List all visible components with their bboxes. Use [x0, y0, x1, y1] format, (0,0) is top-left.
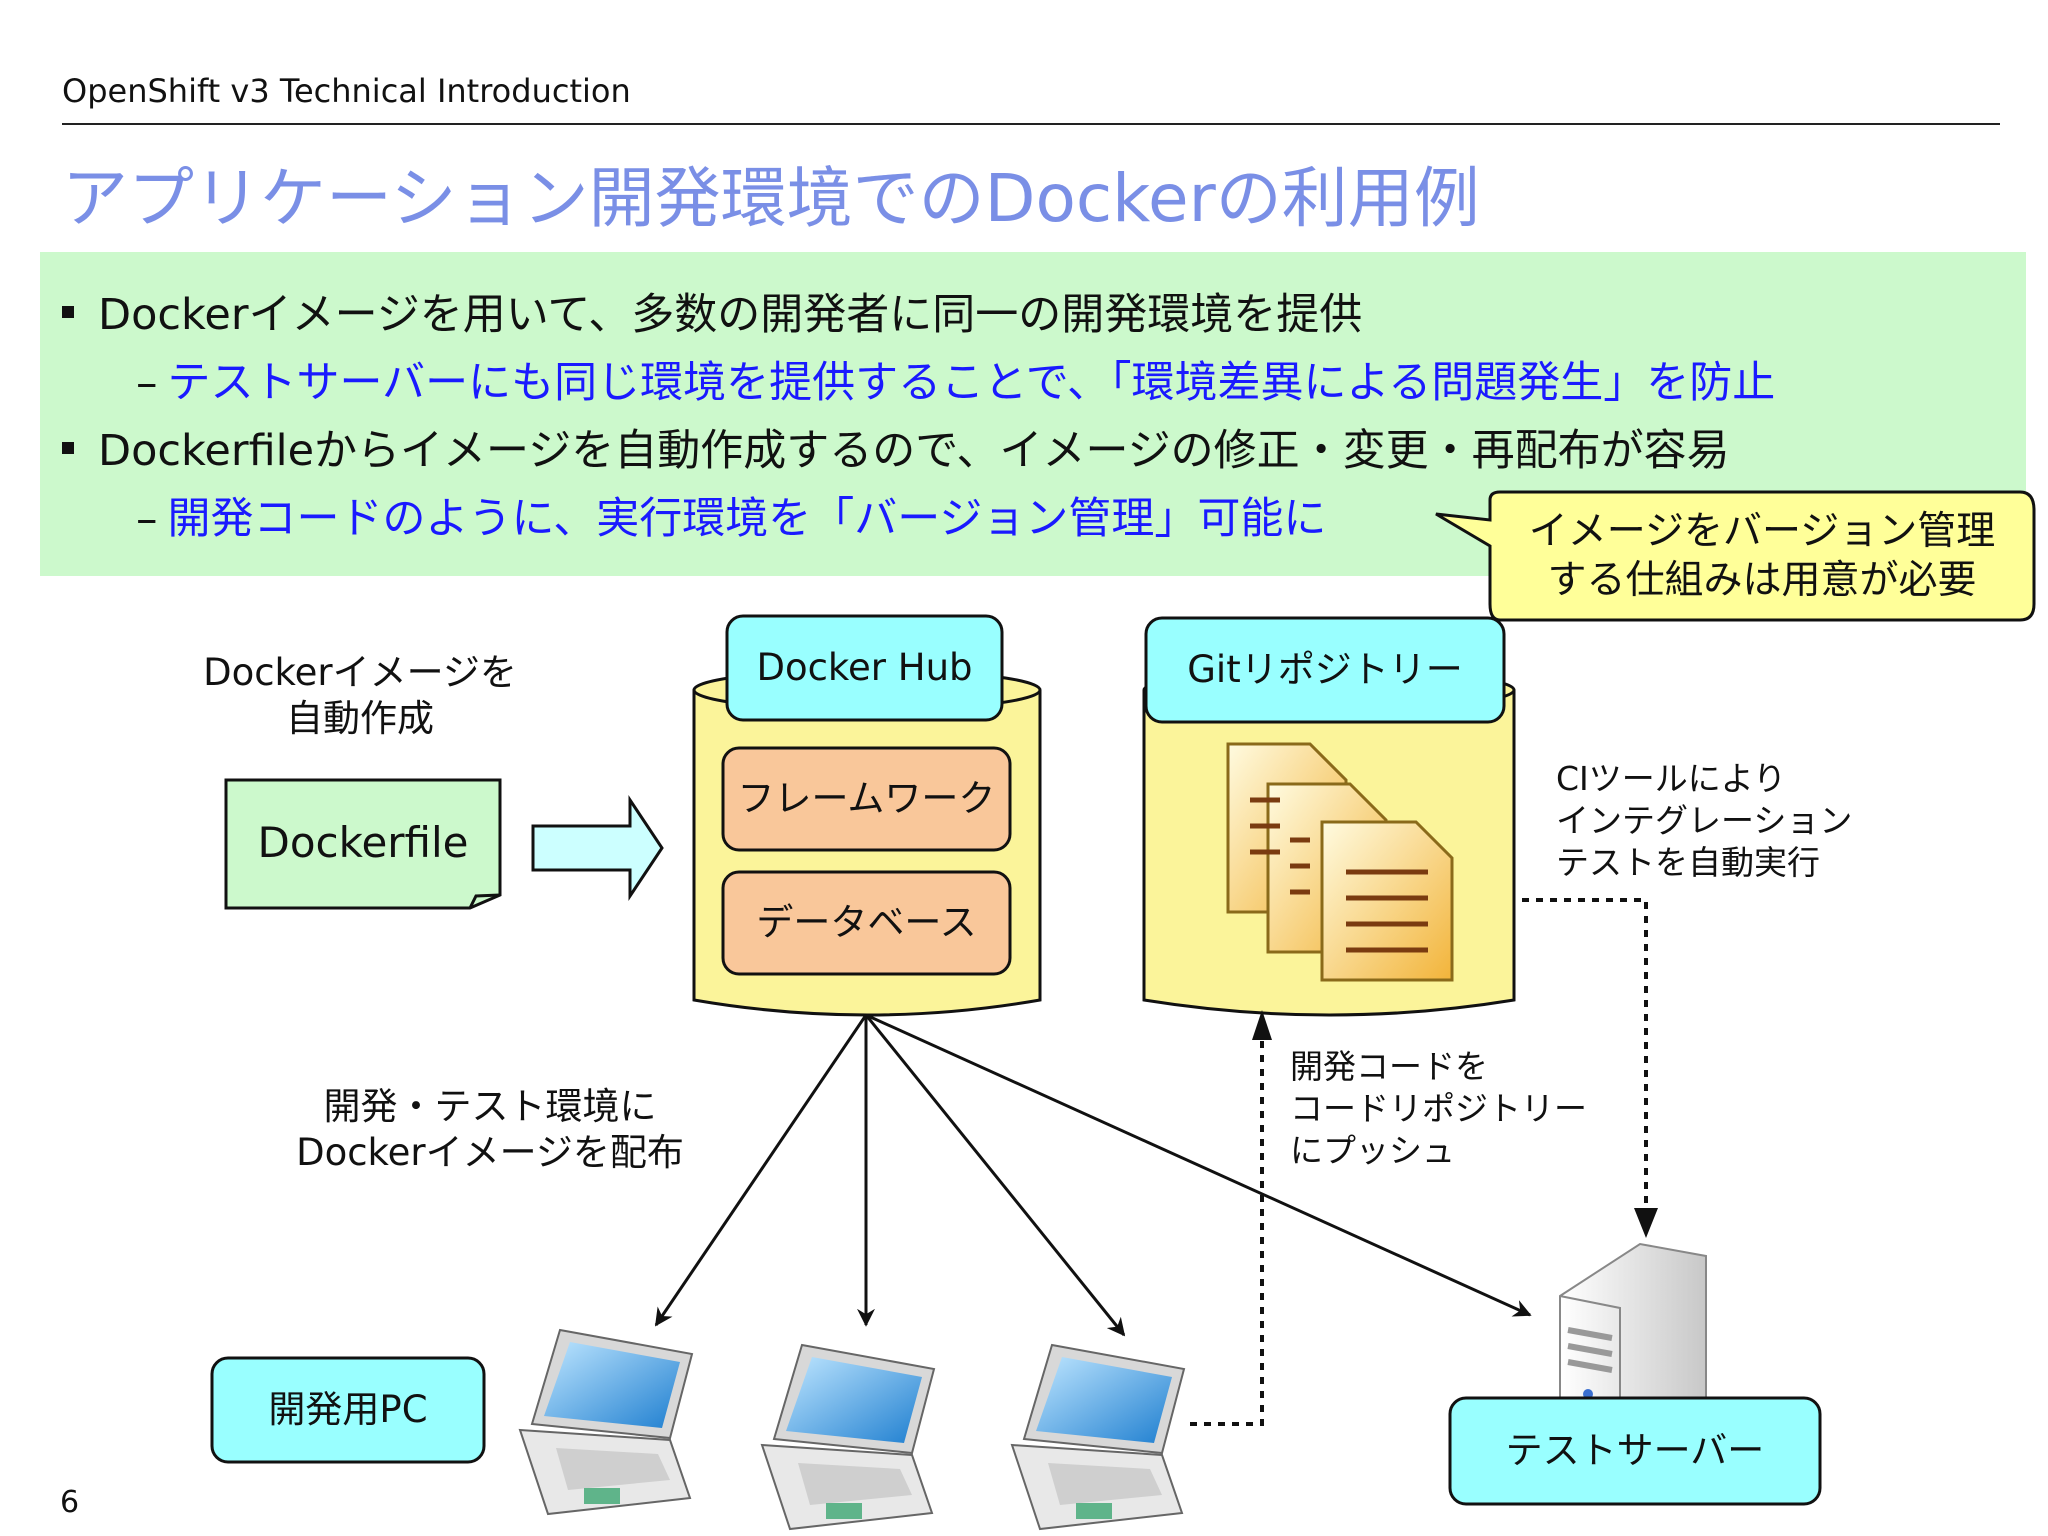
- laptop-icon: [1010, 1343, 1186, 1531]
- bullet-item-2: Dockerfileからイメージを自動作成するので、イメージの修正・変更・再配布…: [62, 416, 1730, 478]
- sub-bullet-item-1: –テストサーバーにも同じ環境を提供することで、「環境差異による問題発生」を防止: [136, 348, 1775, 410]
- database-box: [721, 870, 1012, 976]
- laptop-icon: [760, 1343, 936, 1531]
- callout-line-1: イメージをバージョン管理: [1528, 509, 1996, 554]
- callout-text: イメージをバージョン管理 する仕組みは用意が必要: [1500, 508, 2024, 606]
- slide-title: アプリケーション開発環境でのDockerの利用例: [62, 160, 1480, 237]
- caption-line-2: 自動作成: [286, 697, 434, 741]
- page-number: 6: [60, 1485, 80, 1520]
- sub-bullet-text: 開発コードのように、実行環境を「バージョン管理」可能に: [167, 494, 1327, 544]
- caption-line-1: CIツールにより: [1556, 759, 1787, 798]
- documents-icon: [1226, 742, 1454, 982]
- caption-line-2: インテグレーション: [1556, 801, 1853, 841]
- header-divider: [62, 123, 2000, 125]
- docker-hub-label: Docker Hub: [756, 646, 973, 689]
- framework-box: [721, 746, 1012, 852]
- bullet-square-icon: [62, 441, 74, 454]
- dev-pc-tag: [210, 1356, 486, 1464]
- test-server-label: テストサーバー: [1505, 1429, 1765, 1472]
- git-repo-label: Gitリポジトリー: [1187, 648, 1463, 691]
- sub-bullet-item-2: –開発コードのように、実行環境を「バージョン管理」可能に: [136, 484, 1326, 546]
- caption-line-1: Dockerイメージを: [203, 651, 517, 694]
- caption-line-1: 開発コードを: [1290, 1047, 1488, 1086]
- caption-line-1: 開発・テスト環境に: [323, 1085, 657, 1128]
- push-caption: 開発コードを コードリポジトリー にプッシュ: [1290, 1046, 1587, 1173]
- caption-line-2: コードリポジトリー: [1290, 1089, 1587, 1129]
- caption-line-3: にプッシュ: [1290, 1131, 1455, 1171]
- database-label: データベース: [756, 901, 977, 944]
- docker-hub-tag: [725, 614, 1004, 722]
- caption-line-3: テストを自動実行: [1556, 843, 1820, 883]
- bullet-text: Dockerfileからイメージを自動作成するので、イメージの修正・変更・再配布…: [98, 426, 1730, 476]
- bullet-text: Dockerイメージを用いて、多数の開発者に同一の開発環境を提供: [98, 290, 1363, 340]
- header-title: OpenShift v3 Technical Introduction: [62, 72, 631, 110]
- dockerfile-note: [224, 778, 502, 910]
- sub-bullet-text: テストサーバーにも同じ環境を提供することで、「環境差異による問題発生」を防止: [167, 358, 1776, 408]
- dotted-arrows: [1190, 898, 1648, 1426]
- laptop-icon: [518, 1328, 694, 1516]
- dockerfile-caption: Dockerイメージを 自動作成: [180, 650, 540, 743]
- distribution-arrows: [654, 1013, 1532, 1337]
- test-server-tag: [1448, 1396, 1822, 1506]
- framework-label: フレームワーク: [737, 777, 996, 820]
- dash-icon: –: [136, 358, 158, 408]
- ci-caption: CIツールにより インテグレーション テストを自動実行: [1556, 758, 1852, 885]
- bullet-square-icon: [62, 305, 74, 318]
- caption-line-2: Dockerイメージを配布: [296, 1131, 684, 1175]
- build-arrow: [531, 795, 664, 901]
- callout-bubble: [1435, 490, 2036, 622]
- git-repo-tag: [1144, 616, 1506, 724]
- dev-pc-label: 開発用PC: [268, 1388, 428, 1431]
- dockerfile-label: Dockerfile: [257, 818, 469, 867]
- dash-icon: –: [136, 494, 158, 544]
- callout-line-2: する仕組みは用意が必要: [1547, 557, 1977, 603]
- distribute-caption: 開発・テスト環境に Dockerイメージを配布: [250, 1084, 730, 1177]
- bullet-item-1: Dockerイメージを用いて、多数の開発者に同一の開発環境を提供: [62, 280, 1362, 342]
